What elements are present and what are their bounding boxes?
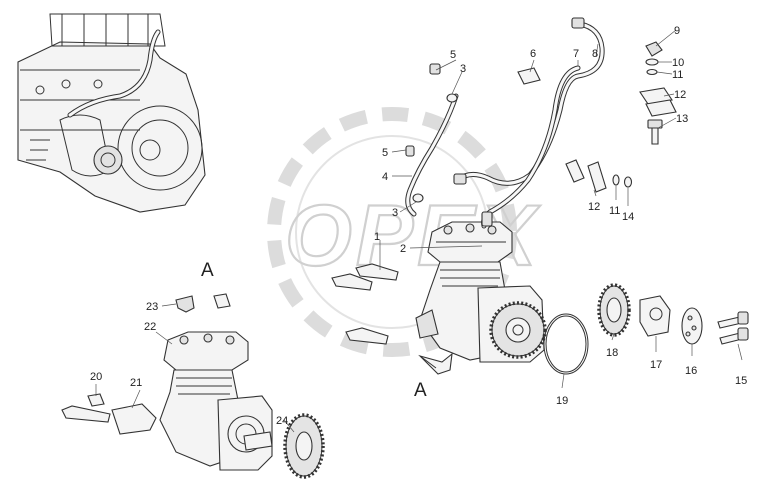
ring-11-bottom <box>612 174 620 186</box>
washer-3-mid <box>412 193 424 203</box>
callout-7: 7 <box>573 48 579 60</box>
fitting-5-top <box>429 63 441 75</box>
callout-10: 10 <box>672 57 684 69</box>
callout-20: 20 <box>90 371 102 383</box>
callout-5-top: 5 <box>450 49 456 61</box>
plate-21 <box>111 403 157 435</box>
callout-11-top: 11 <box>672 69 683 81</box>
callout-2: 2 <box>400 243 406 255</box>
callout-23: 23 <box>146 301 158 313</box>
washer-10 <box>645 58 659 66</box>
leader-lines <box>95 29 743 433</box>
nut-9 <box>645 41 663 57</box>
callout-9: 9 <box>674 25 680 37</box>
fitting-23 <box>175 295 195 313</box>
plate-12-left <box>565 159 585 183</box>
callout-4: 4 <box>382 171 388 183</box>
ring-11-top <box>646 68 658 76</box>
callout-6: 6 <box>530 48 536 60</box>
cover-17 <box>639 295 671 337</box>
callout-14: 14 <box>622 211 634 223</box>
washer-3-top <box>446 93 458 103</box>
view-label-a-top: A <box>201 260 214 281</box>
callout-16: 16 <box>685 365 697 377</box>
callout-5-mid: 5 <box>382 147 388 159</box>
o-ring-19 <box>543 313 589 375</box>
callout-15: 15 <box>735 375 747 387</box>
callout-13: 13 <box>676 113 688 125</box>
callout-11-bottom: 11 <box>609 205 620 217</box>
callout-22: 22 <box>144 321 156 333</box>
connector-6 <box>517 67 541 85</box>
engine-overview <box>17 13 206 213</box>
fitting-5-mid <box>405 145 415 157</box>
callout-21: 21 <box>130 377 142 389</box>
callouts: 5 3 6 7 8 9 10 11 12 13 5 4 3 1 2 12 11 … <box>90 25 747 427</box>
right-side-parts <box>543 283 749 375</box>
plate-12-top <box>639 87 673 105</box>
bolt-13 <box>651 125 659 145</box>
callout-18: 18 <box>606 347 618 359</box>
pipe-lines <box>405 17 605 229</box>
view-a-arrow <box>418 352 453 375</box>
callout-3-mid: 3 <box>392 207 398 219</box>
callout-3-top: 3 <box>460 63 466 75</box>
callout-1: 1 <box>374 231 380 243</box>
callout-12-top: 12 <box>674 89 686 101</box>
gasket-16 <box>681 307 703 345</box>
callout-17: 17 <box>650 359 662 371</box>
washer-14 <box>623 176 633 188</box>
view-a-compressor <box>61 293 325 479</box>
callout-12-bottom: 12 <box>588 201 600 213</box>
callout-19: 19 <box>556 395 568 407</box>
callout-8: 8 <box>592 48 598 60</box>
callout-24: 24 <box>276 415 288 427</box>
view-label-a-arrow: A <box>414 380 427 401</box>
plate-12-right <box>587 161 607 193</box>
